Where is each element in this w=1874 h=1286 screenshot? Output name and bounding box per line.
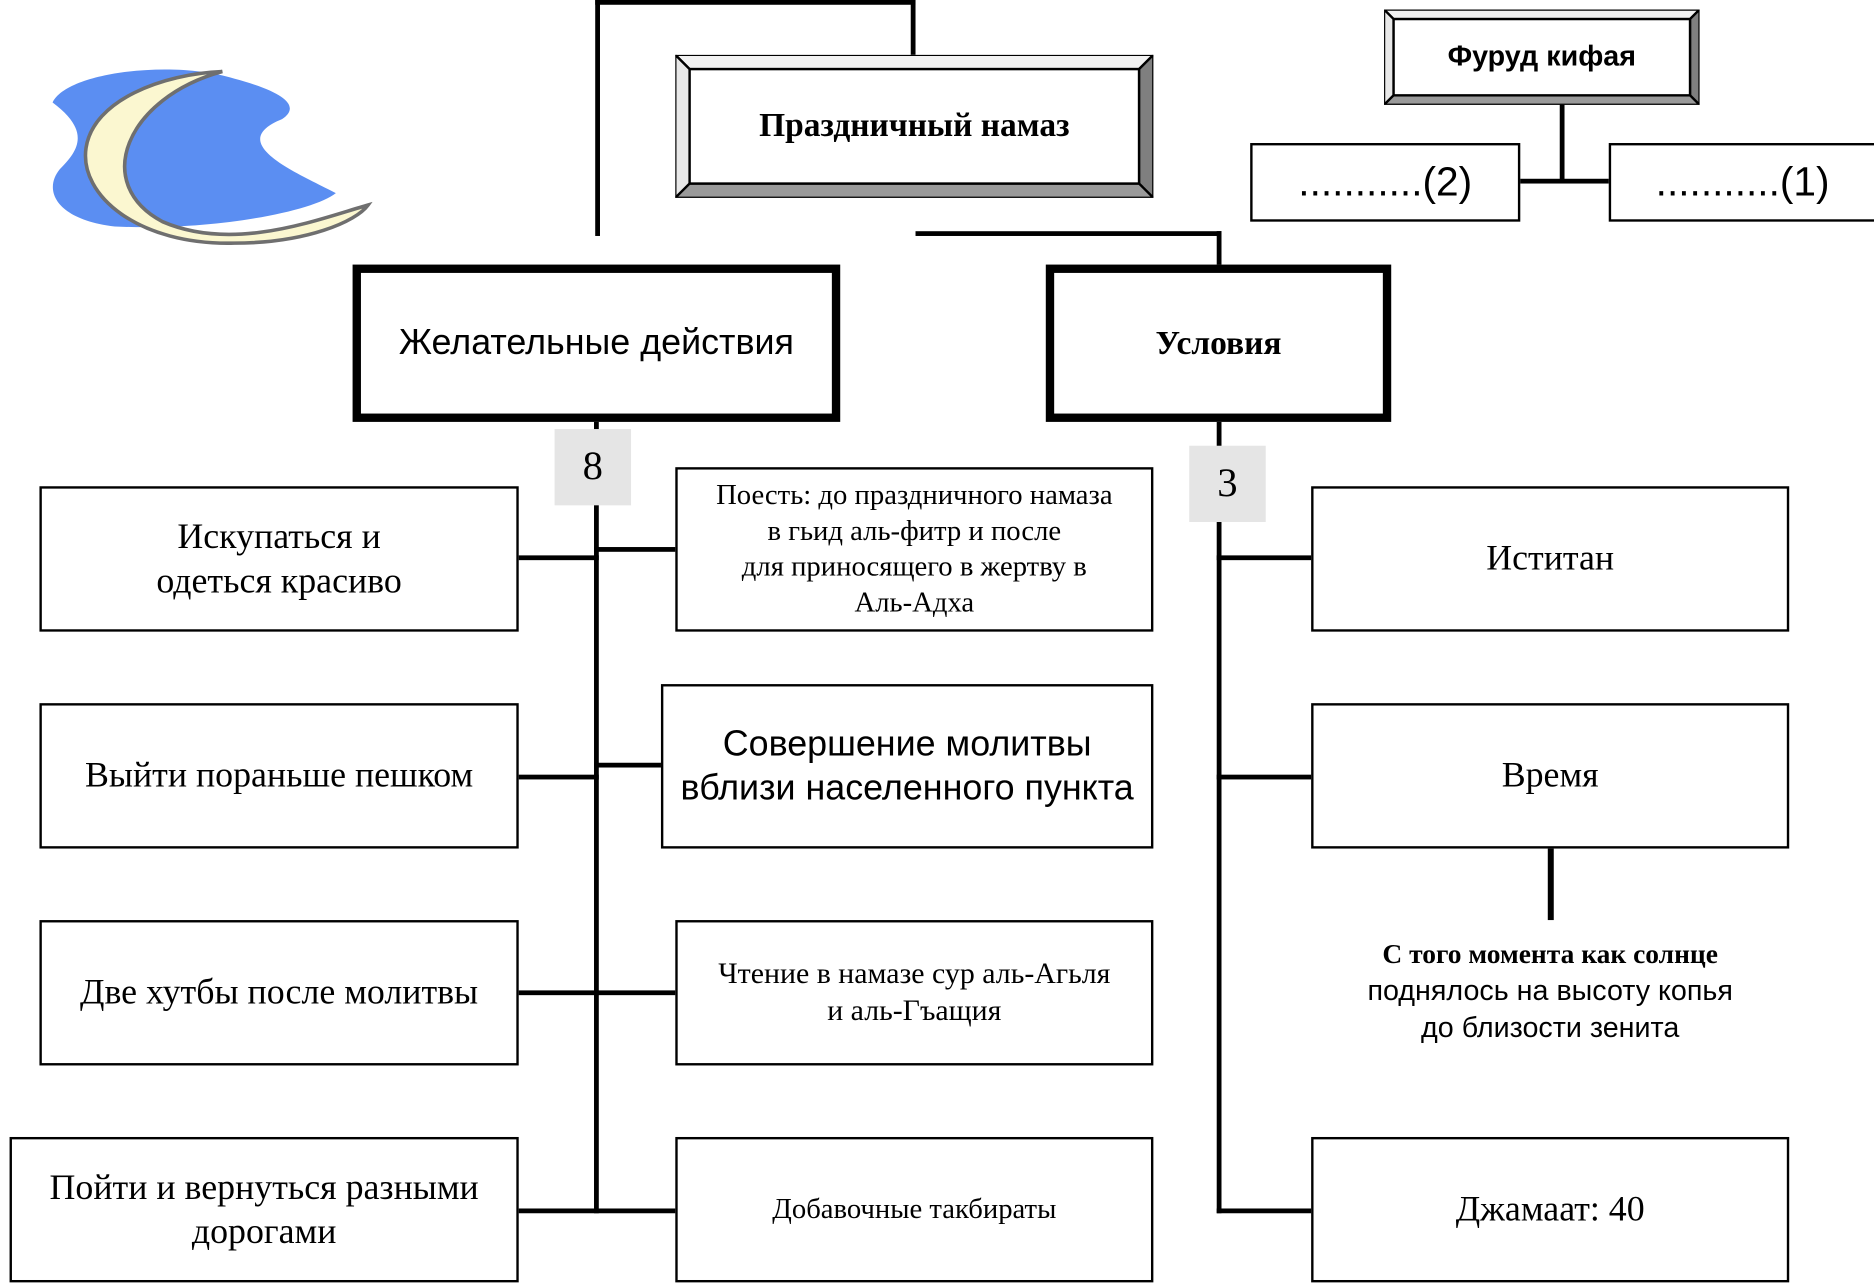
desirable-actions-header: Желательные действия <box>352 264 841 422</box>
time-note-line2: поднялось на высоту копья до близости зе… <box>1367 974 1733 1045</box>
connector-line <box>595 0 916 5</box>
connector-line <box>516 1208 677 1214</box>
time-note: С того момента как солнце поднялось на в… <box>1311 937 1789 1047</box>
connector-line <box>516 774 599 780</box>
condition-item: Джамаат: 40 <box>1311 1136 1790 1283</box>
connector-line <box>1216 774 1313 780</box>
desirable-item: Поесть: до праздничного намаза в гьид ал… <box>675 467 1154 632</box>
connector-line <box>1547 848 1554 921</box>
connector-line <box>910 0 916 55</box>
desirable-item: Пойти и вернуться разными дорогами <box>9 1136 519 1283</box>
desirable-item: Чтение в намазе сур аль-Агьля и аль-Гъащ… <box>675 920 1154 1066</box>
desirable-item: Выйти пораньше пешком <box>39 703 519 849</box>
connector-line <box>1517 178 1612 184</box>
desirable-item: Совершение молитвы вблизи населенного пу… <box>660 684 1154 849</box>
time-note-line1: С того момента как солнце <box>1382 939 1718 969</box>
conditions-header: Условия <box>1045 264 1392 422</box>
fard-item-2: ...........(2) <box>1250 143 1521 222</box>
condition-item: Время <box>1311 703 1790 849</box>
connector-line <box>1216 1208 1313 1214</box>
fard-title: Фуруд кифая <box>1447 40 1637 73</box>
conditions-count-badge: 3 <box>1189 445 1266 523</box>
desirable-item: Две хутбы после молитвы <box>39 920 519 1066</box>
connector-line <box>915 231 1222 236</box>
desirable-item: Добавочные такбираты <box>675 1136 1154 1283</box>
connector-line <box>1559 102 1565 182</box>
condition-item: Иститан <box>1311 486 1790 632</box>
root-title: Праздничный намаз <box>759 107 1070 145</box>
fard-kifaya-node: Фуруд кифая <box>1384 9 1700 105</box>
connector-line <box>1216 231 1222 267</box>
moon-shape <box>83 69 373 245</box>
connector-line <box>594 419 599 1214</box>
connector-line <box>595 0 600 236</box>
fard-item-1: ...........(1) <box>1608 143 1874 222</box>
connector-line <box>1216 419 1222 1214</box>
desirable-item: Искупаться и одеться красиво <box>39 486 519 632</box>
connector-line <box>1216 555 1313 561</box>
connector-line <box>594 762 664 768</box>
bevel-frame <box>1384 9 1700 105</box>
bevel-frame <box>675 54 1154 198</box>
crescent-moon-icon <box>52 69 373 245</box>
desirable-count-badge: 8 <box>554 429 632 506</box>
connector-line <box>594 547 677 552</box>
connector-line <box>516 990 599 996</box>
connector-line <box>516 555 599 561</box>
connector-line <box>594 990 677 996</box>
root-node: Праздничный намаз <box>675 54 1154 198</box>
